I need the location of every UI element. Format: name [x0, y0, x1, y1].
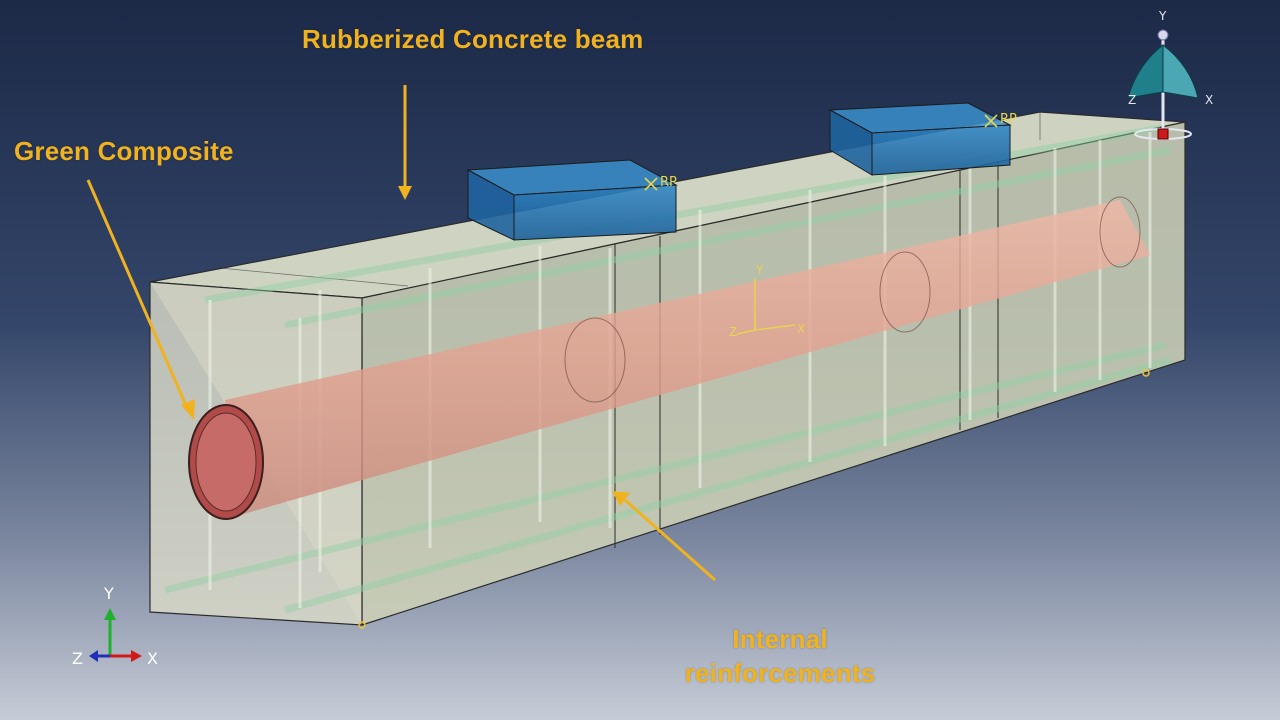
callout-internal-line1: Internal: [732, 624, 828, 654]
model-csys-triad: [736, 278, 796, 335]
view-triad-x: X: [1205, 93, 1213, 107]
model-csys-x: X: [797, 322, 805, 336]
rp-label-right: RP: [1000, 112, 1017, 127]
callout-rubberized-concrete-beam: Rubberized Concrete beam: [302, 24, 644, 54]
model-csys-z: Z: [729, 325, 737, 339]
node-marker: [1142, 369, 1150, 377]
corner-triad-x: X: [147, 649, 158, 668]
view-triad[interactable]: [1127, 29, 1199, 140]
loading-plate-right: [828, 102, 1012, 176]
corner-triad-y: Y: [103, 584, 114, 603]
callout-arrows: [86, 85, 716, 582]
green-composite-tube: [188, 196, 1150, 520]
node-marker: [358, 621, 366, 629]
view-triad-z: Z: [1128, 93, 1136, 107]
rp-label-left: RP: [660, 175, 677, 190]
callout-green-composite: Green Composite: [14, 136, 234, 166]
reference-point-right: [984, 114, 998, 128]
corner-axis-triad: [89, 608, 142, 662]
callout-internal-line2: reinforcements: [684, 658, 876, 688]
model-csys-y: Y: [755, 263, 764, 277]
corner-triad-z: Z: [72, 649, 83, 668]
reference-point-left: [644, 177, 658, 191]
callout-internal-reinforcements: Internal reinforcements: [680, 622, 880, 690]
view-triad-y: Y: [1158, 9, 1167, 23]
loading-plate-left: [466, 159, 678, 241]
